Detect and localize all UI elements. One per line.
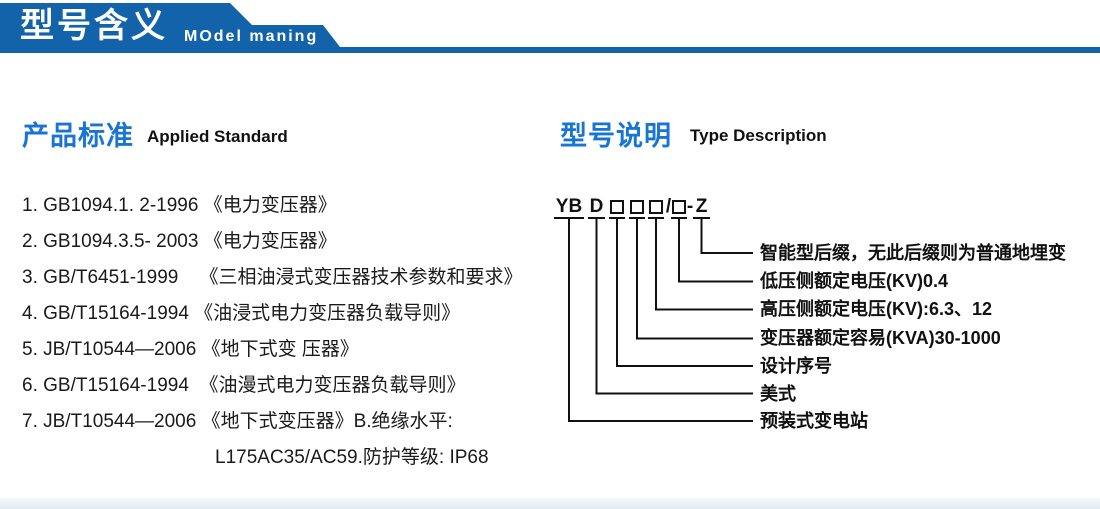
model-code-box bbox=[648, 197, 664, 219]
code-label: 智能型后缀，无此后缀则为普通地埋变 bbox=[760, 243, 1066, 263]
right-section-heading: 型号说明 bbox=[560, 121, 672, 151]
list-item: 2. GB1094.3.5- 2003 《电力变压器》 bbox=[22, 231, 337, 252]
header-banner bbox=[0, 3, 1100, 53]
code-label: 高压侧额定电压(KV):6.3、12 bbox=[760, 299, 993, 319]
code-label: 低压侧额定电压(KV)0.4 bbox=[760, 271, 949, 291]
model-code-suffix: Z bbox=[693, 197, 710, 219]
list-item: 6. GB/T15164-1994 《油漫式电力变压器负载导则》 bbox=[22, 375, 466, 396]
placeholder-box bbox=[630, 200, 644, 214]
model-code-slash: / bbox=[665, 196, 672, 217]
code-label: 设计序号 bbox=[760, 356, 832, 376]
list-item: 5. JB/T10544—2006 《地下式变 压器》 bbox=[22, 339, 359, 360]
model-code-box bbox=[609, 197, 625, 219]
list-item: 3. GB/T6451-1999 《三相油浸式变压器技术参数和要求》 bbox=[22, 267, 523, 288]
bottom-edge-band bbox=[0, 498, 1100, 509]
list-item-continuation: L175AC35/AC59.防护等级: IP68 bbox=[215, 447, 489, 468]
page-title: 型号含义 bbox=[20, 7, 168, 45]
list-item: 7. JB/T10544—2006 《地下式变压器》B.绝缘水平: bbox=[22, 411, 453, 432]
model-code-box bbox=[671, 197, 687, 219]
left-section-heading: 产品标准 bbox=[22, 121, 134, 151]
placeholder-box bbox=[649, 200, 663, 214]
list-item: 4. GB/T15164-1994 《油浸式电力变压器负载导则》 bbox=[22, 303, 461, 324]
placeholder-box bbox=[610, 200, 624, 214]
placeholder-box bbox=[672, 200, 686, 214]
standards-list: 1. GB1094.1. 2-1996 《电力变压器》 2. GB1094.3.… bbox=[22, 188, 522, 476]
code-label: 美式 bbox=[760, 384, 796, 404]
list-item: 1. GB1094.1. 2-1996 《电力变压器》 bbox=[22, 195, 337, 216]
header-banner-shape bbox=[0, 3, 1100, 53]
code-label: 预装式变电站 bbox=[760, 411, 868, 431]
page-subtitle: MOdel maning bbox=[184, 28, 319, 45]
right-section-heading-en: Type Description bbox=[690, 126, 827, 145]
code-label: 变压器额定容易(KVA)30-1000 bbox=[760, 328, 1001, 348]
model-code-prefix: YB bbox=[554, 196, 584, 219]
model-code-style: D bbox=[588, 196, 605, 219]
left-section-heading-en: Applied Standard bbox=[147, 127, 288, 146]
model-code-dash: - bbox=[686, 196, 694, 217]
model-code-box bbox=[629, 197, 645, 219]
